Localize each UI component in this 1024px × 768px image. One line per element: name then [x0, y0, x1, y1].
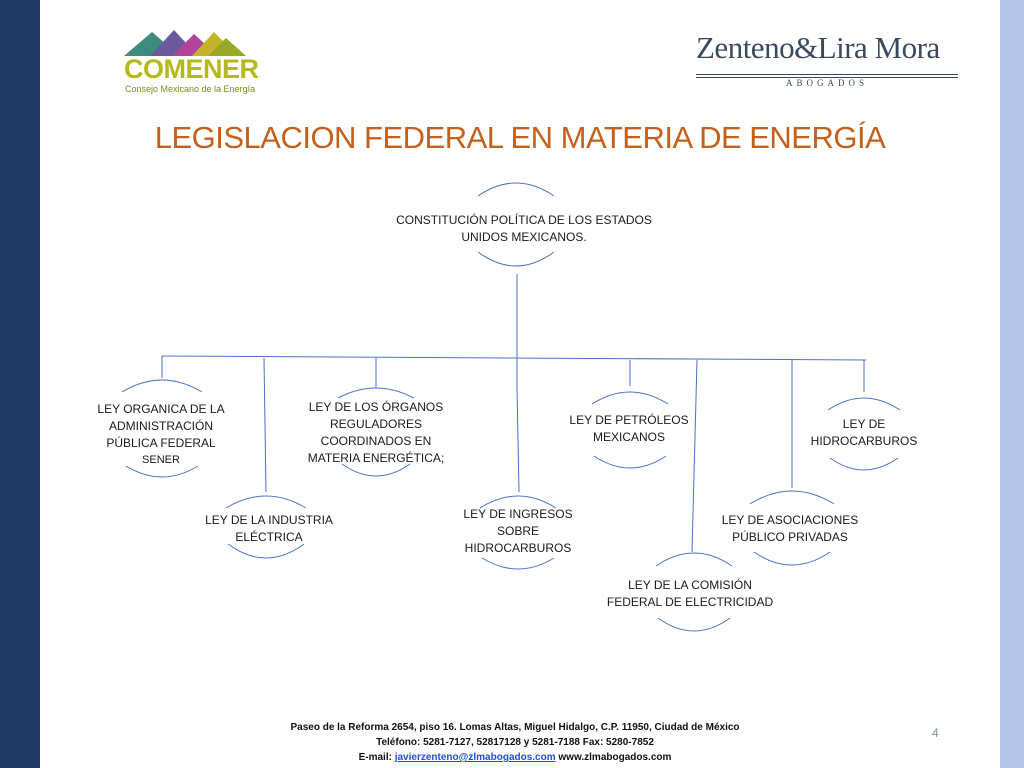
- footer-contact: Paseo de la Reforma 2654, piso 16. Lomas…: [170, 720, 860, 765]
- comener-tagline: Consejo Mexicano de la Energía: [125, 84, 256, 94]
- node-line: LEY DE INGRESOS: [463, 507, 573, 521]
- root-line-2: UNIDOS MEXICANOS.: [461, 230, 587, 244]
- footer-email-link[interactable]: javierzenteno@zlmabogados.com: [394, 752, 556, 763]
- node-ley-organos-reguladores: LEY DE LOS ÓRGANOS REGULADORES COORDINAD…: [296, 399, 456, 467]
- root-ellipse-top-arc: [477, 182, 555, 197]
- node-line: PÚBLICO PRIVADAS: [732, 530, 848, 544]
- zenteno-lira-mora-logo: Zenteno&Lira Mora ABOGADOS: [696, 30, 958, 88]
- firm-name: Zenteno&Lira Mora: [696, 30, 940, 65]
- footer-phone: Teléfono: 5281-7127, 52817128 y 5281-718…: [376, 737, 654, 748]
- page-number: 4: [932, 726, 939, 740]
- footer-email-line: E-mail: javierzenteno@zlmabogados.com ww…: [170, 750, 860, 765]
- node-line: LEY DE ASOCIACIONES: [721, 513, 859, 527]
- node-ley-petroleos-mexicanos: LEY DE PETRÓLEOS MEXICANOS: [554, 412, 704, 446]
- mountain-logo-icon: [124, 30, 246, 56]
- node-line: LEY DE LA INDUSTRIA: [205, 513, 333, 527]
- node-note-sener: SENER: [142, 454, 180, 466]
- node-line: HIDROCARBUROS: [810, 434, 918, 448]
- node-ley-asociaciones-publico-privadas: LEY DE ASOCIACIONES PÚBLICO PRIVADAS: [712, 512, 868, 546]
- node-line: LEY DE: [842, 417, 886, 431]
- node-line: LEY DE PETRÓLEOS: [569, 413, 689, 427]
- node-line: HIDROCARBUROS: [464, 541, 572, 555]
- node-line: COORDINADOS EN: [320, 434, 432, 448]
- node-line: REGULADORES: [329, 417, 423, 431]
- footer-website: www.zlmabogados.com: [558, 752, 672, 763]
- node-ley-ingresos-hidrocarburos: LEY DE INGRESOS SOBRE HIDROCARBUROS: [444, 506, 592, 557]
- left-sidebar-band: [0, 0, 40, 768]
- root-ellipse-bottom-arc: [477, 251, 555, 267]
- root-node-constitucion: CONSTITUCIÓN POLÍTICA DE LOS ESTADOS UNI…: [376, 212, 672, 246]
- logo-rule-top: [696, 74, 958, 75]
- node-line: FEDERAL DE ELECTRICIDAD: [606, 595, 774, 609]
- right-sidebar-band: [1000, 0, 1024, 768]
- node-ley-comision-federal-electricidad: LEY DE LA COMISIÓN FEDERAL DE ELECTRICID…: [604, 577, 776, 611]
- node-line: LEY DE LOS ÓRGANOS: [308, 400, 444, 414]
- root-line-1: CONSTITUCIÓN POLÍTICA DE LOS ESTADOS: [396, 213, 652, 227]
- logo-rule-bottom: [696, 77, 958, 78]
- node-line: MATERIA ENERGÉTICA;: [307, 451, 445, 465]
- firm-subtitle: ABOGADOS: [785, 78, 868, 88]
- footer-email-label: E-mail:: [358, 752, 392, 763]
- node-line: ADMINISTRACIÓN: [108, 419, 213, 433]
- comener-wordmark: COMENER: [124, 54, 259, 84]
- node-line: LEY ORGANICA DE LA: [97, 402, 225, 416]
- node-ley-organica: LEY ORGANICA DE LA ADMINISTRACIÓN PÚBLIC…: [86, 401, 236, 469]
- node-line: MEXICANOS: [592, 430, 665, 444]
- page-title: LEGISLACION FEDERAL EN MATERIA DE ENERGÍ…: [154, 120, 886, 155]
- comener-logo: COMENER Consejo Mexicano de la Energía: [122, 28, 259, 94]
- node-line: ELÉCTRICA: [235, 530, 303, 544]
- node-line: PÚBLICA FEDERAL: [106, 436, 216, 450]
- footer-address: Paseo de la Reforma 2654, piso 16. Lomas…: [290, 722, 740, 733]
- node-ley-hidrocarburos: LEY DE HIDROCARBUROS: [804, 416, 924, 450]
- bus-line: [161, 355, 867, 361]
- node-ley-industria-electrica: LEY DE LA INDUSTRIA ELÉCTRICA: [194, 512, 344, 546]
- node-line: SOBRE: [496, 524, 539, 538]
- node-line: LEY DE LA COMISIÓN: [628, 578, 752, 592]
